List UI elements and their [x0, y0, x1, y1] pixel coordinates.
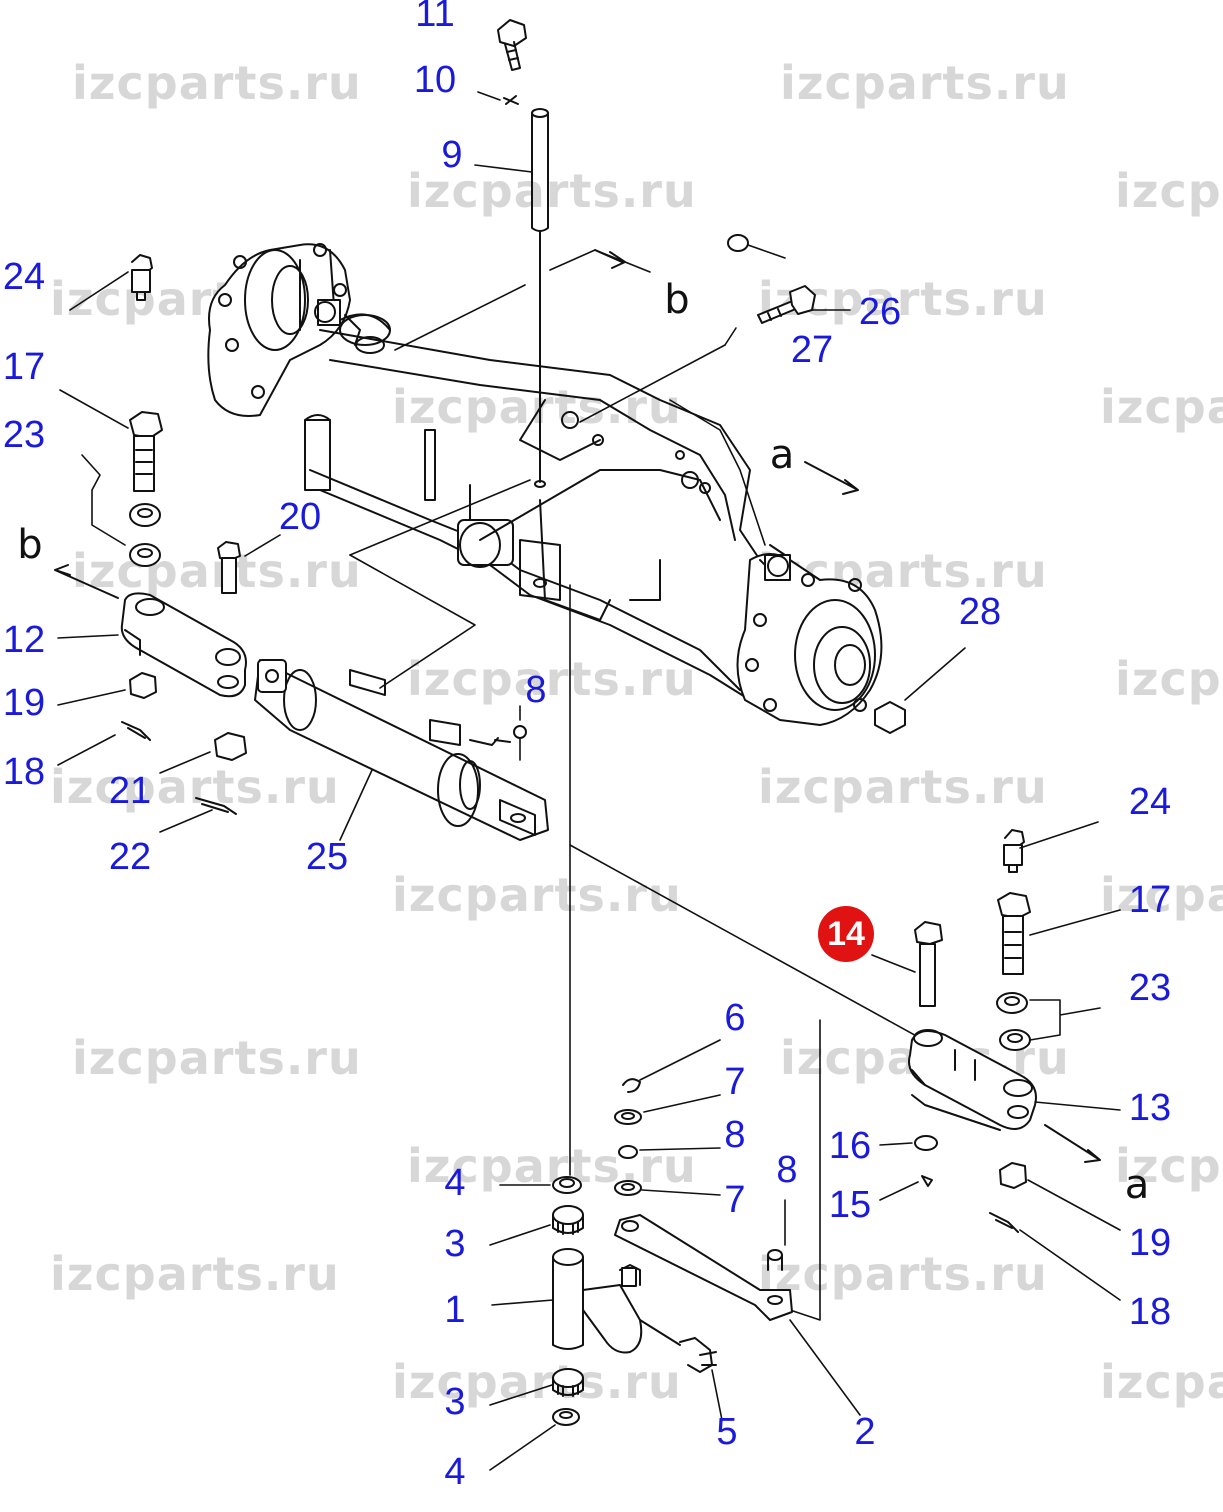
callout-18[interactable]: 18 — [1128, 1291, 1172, 1333]
callout-9[interactable]: 9 — [441, 134, 463, 176]
callout-6[interactable]: 6 — [724, 997, 746, 1039]
axle-assembly — [207, 243, 883, 841]
watermark: izcparts.ru — [72, 1031, 362, 1085]
callout-24[interactable]: 24 — [1128, 781, 1172, 823]
callout-25[interactable]: 25 — [305, 836, 349, 878]
part-19-nut-left — [129, 672, 157, 699]
part-9-rod — [531, 108, 549, 488]
part-24-grease-fitting-right — [1003, 829, 1025, 873]
watermark: izcparts.ru — [758, 1247, 1048, 1301]
part-7-washer-a — [614, 1109, 642, 1125]
part-3-bearing-bottom — [552, 1368, 584, 1397]
view-marker-b: b — [17, 522, 43, 568]
callout-26[interactable]: 26 — [858, 291, 902, 333]
part-26-bolt — [757, 285, 816, 324]
part-14-bolt — [914, 921, 943, 1007]
part-23-washer-left-a — [129, 503, 161, 527]
view-marker-a: a — [769, 432, 795, 478]
callout-27[interactable]: 27 — [790, 329, 834, 371]
part-28-nut — [874, 701, 906, 734]
watermark: izcparts.ru — [407, 1139, 697, 1193]
callout-19[interactable]: 19 — [1128, 1222, 1172, 1264]
callout-8[interactable]: 8 — [724, 1114, 746, 1156]
part-21-nut — [214, 732, 247, 761]
part-19-nut-right — [999, 1162, 1027, 1189]
view-marker-a: a — [1124, 1162, 1150, 1208]
callout-3[interactable]: 3 — [444, 1223, 466, 1265]
watermark: izcparts.ru — [50, 1247, 340, 1301]
part-8-ball-b — [767, 1249, 783, 1271]
watermark: izcparts.ru — [407, 652, 697, 706]
part-17-bolt-left — [129, 411, 163, 492]
part-20-bolt — [217, 541, 241, 594]
part-24-grease-fitting-left — [131, 254, 153, 301]
highlighted-callout-14[interactable]: 14 — [818, 906, 874, 962]
part-23-washer-left-b — [129, 543, 161, 567]
watermark: izcparts.ru — [72, 56, 362, 110]
callout-4[interactable]: 4 — [444, 1451, 466, 1493]
part-8-ball-a — [618, 1145, 638, 1159]
part-17-bolt-right — [997, 892, 1031, 975]
watermark: izcparts.ru — [407, 164, 697, 218]
callout-16[interactable]: 16 — [828, 1125, 872, 1167]
callout-11[interactable]: 11 — [415, 0, 455, 35]
watermark: izcparts.ru — [1100, 1355, 1223, 1409]
view-marker-b: b — [664, 277, 690, 323]
callout-17[interactable]: 17 — [1128, 879, 1172, 921]
part-7-washer-b — [614, 1180, 642, 1196]
callout-21[interactable]: 21 — [108, 770, 152, 812]
part-10-washer — [503, 95, 519, 105]
watermark: izcparts.ru — [1115, 164, 1223, 218]
callout-10[interactable]: 10 — [413, 59, 457, 101]
callout-2[interactable]: 2 — [854, 1411, 876, 1453]
callout-22[interactable]: 22 — [108, 836, 152, 878]
callout-1[interactable]: 1 — [444, 1289, 466, 1331]
callout-13[interactable]: 13 — [1128, 1087, 1172, 1129]
watermark: izcparts.ru — [780, 56, 1070, 110]
callout-5[interactable]: 5 — [716, 1411, 738, 1453]
part-12-arm-left — [120, 592, 247, 698]
callout-19[interactable]: 19 — [2, 682, 46, 724]
watermark: izcparts.ru — [1115, 1139, 1223, 1193]
callout-15[interactable]: 15 — [828, 1184, 872, 1226]
part-15-pin — [921, 1175, 933, 1187]
callout-7[interactable]: 7 — [724, 1179, 746, 1221]
part-23-washer-right-a — [996, 992, 1028, 1014]
watermark: izcparts.ru — [72, 544, 362, 598]
part-2-link — [614, 1214, 793, 1321]
part-6-snap-ring — [622, 1078, 641, 1093]
callout-18[interactable]: 18 — [2, 751, 46, 793]
part-18-cotter-pin-right — [989, 1212, 1019, 1233]
part-5-clevis — [639, 1319, 717, 1373]
watermark: izcparts.ru — [50, 760, 340, 814]
part-13-arm-right — [908, 1029, 1037, 1131]
callout-24[interactable]: 24 — [2, 256, 46, 298]
callout-8[interactable]: 8 — [776, 1149, 798, 1191]
part-16-washer — [914, 1135, 938, 1151]
callout-12[interactable]: 12 — [2, 619, 46, 661]
watermark: izcparts.ru — [758, 760, 1048, 814]
callout-7[interactable]: 7 — [724, 1061, 746, 1103]
part-1-shaft — [552, 1248, 643, 1354]
callout-28[interactable]: 28 — [958, 591, 1002, 633]
callout-17[interactable]: 17 — [2, 346, 46, 388]
watermark: izcparts.ru — [392, 1355, 682, 1409]
watermark: izcparts.ru — [1100, 380, 1223, 434]
callout-8[interactable]: 8 — [525, 669, 547, 711]
callout-23[interactable]: 23 — [1128, 967, 1172, 1009]
callout-3[interactable]: 3 — [444, 1381, 466, 1423]
part-18-cotter-pin-left — [121, 721, 151, 741]
callout-23[interactable]: 23 — [2, 414, 46, 456]
callout-20[interactable]: 20 — [278, 496, 322, 538]
watermark: izcparts.ru — [1115, 652, 1223, 706]
part-27-washer — [727, 234, 749, 252]
part-3-bearing-top — [552, 1205, 584, 1235]
part-22-cotter-pin — [195, 797, 237, 815]
part-11-bolt — [497, 19, 527, 71]
callout-4[interactable]: 4 — [444, 1162, 466, 1204]
